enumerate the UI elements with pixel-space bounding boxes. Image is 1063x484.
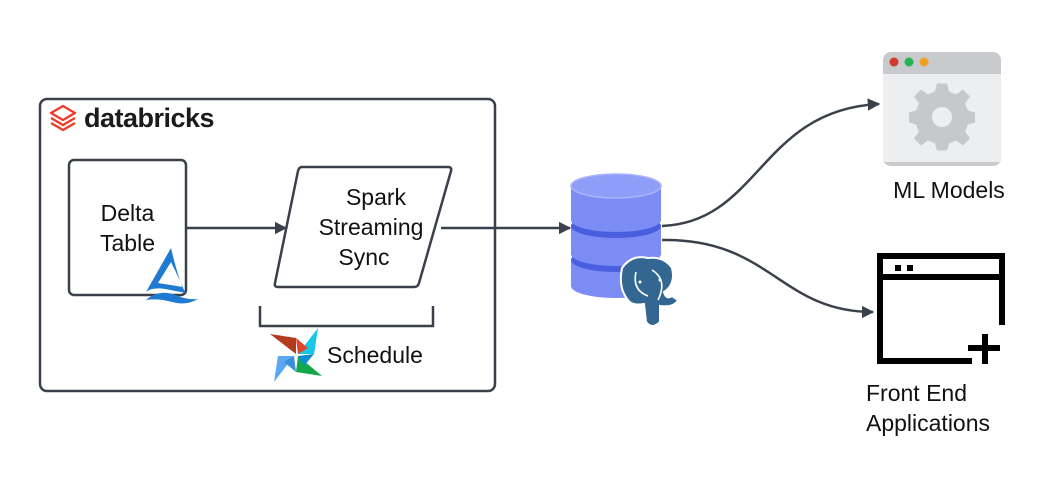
airflow-icon: [270, 328, 322, 382]
databricks-container: [38, 97, 497, 393]
schedule-bracket: [258, 306, 435, 328]
spark-label-line3: Sync: [338, 244, 390, 270]
spark-label-line1: Spark: [345, 184, 407, 210]
front-end-label-line1: Front End: [866, 380, 967, 406]
front-end-applications-label: Front End Applications: [866, 378, 990, 438]
databricks-brand-label: databricks: [84, 103, 215, 133]
spark-streaming-sync-label: Spark Streaming Sync: [296, 182, 446, 272]
delta-lake-icon: [146, 248, 198, 304]
delta-table-label-line1: Delta: [100, 200, 155, 226]
window-dot-icon: [895, 265, 901, 271]
spark-label-line2: Streaming: [318, 214, 424, 240]
ml-models-window-icon[interactable]: [883, 52, 1001, 166]
window-dot-icon: [907, 265, 913, 271]
front-end-label-line2: Applications: [866, 410, 991, 436]
postgresql-elephant-icon: [619, 256, 680, 327]
databricks-logo-icon: [49, 104, 77, 132]
schedule-label: Schedule: [327, 342, 423, 368]
edge-postgres-to-ml-models: [661, 98, 881, 228]
delta-table-label-line2: Table: [100, 230, 155, 256]
ml-models-label: ML Models: [893, 177, 1005, 203]
spark-streaming-sync-node[interactable]: [273, 165, 453, 289]
front-end-window-icon[interactable]: [877, 253, 1005, 364]
delta-table-label: Delta Table: [69, 198, 186, 258]
edge-postgres-to-front-end: [661, 238, 875, 319]
gear-icon: [909, 83, 975, 151]
